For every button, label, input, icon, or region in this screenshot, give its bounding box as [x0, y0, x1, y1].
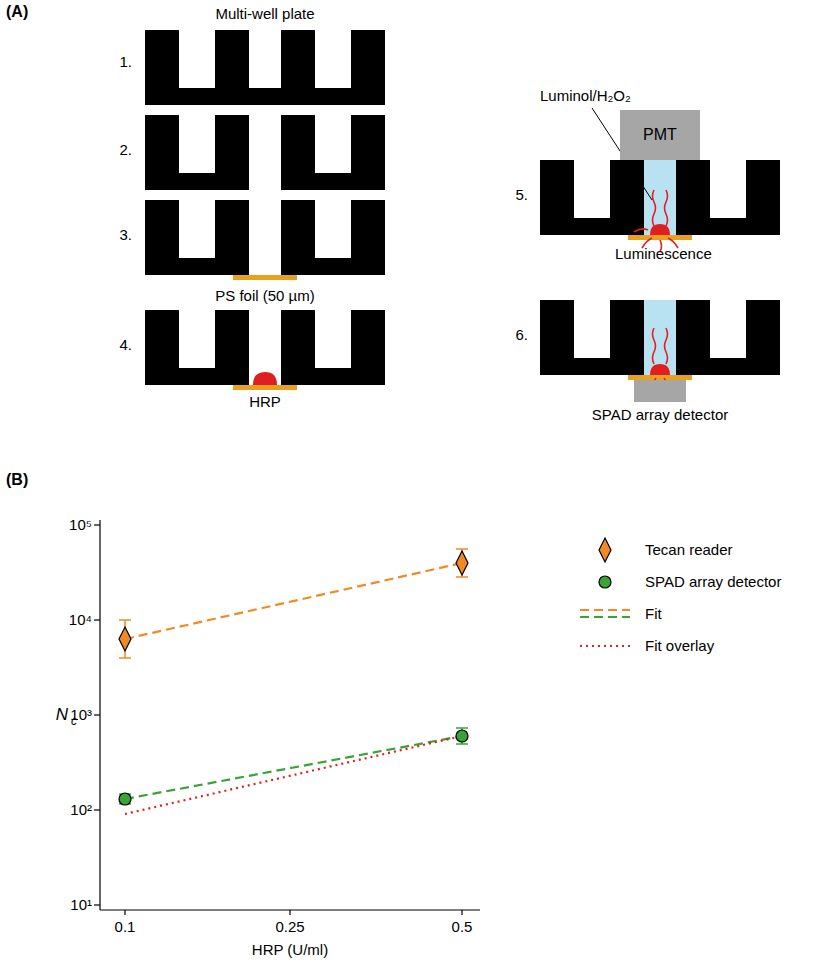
- pmt-box: PMT: [620, 110, 700, 160]
- legend-text: SPAD array detector: [645, 573, 781, 590]
- error-bars: [119, 549, 468, 658]
- plate-step-6: [540, 300, 780, 390]
- emission-label: Luminescence: [615, 245, 712, 262]
- plate-step-2: [145, 115, 385, 190]
- box-label: PMT: [643, 126, 677, 144]
- data-markers: [119, 551, 468, 805]
- step-number: 4.: [119, 336, 132, 353]
- detector-label: SPAD array detector: [592, 406, 728, 423]
- panel-label: (B): [6, 471, 28, 489]
- step-number: 6.: [515, 326, 528, 343]
- step-number: 1.: [119, 53, 132, 70]
- legend-samples: [580, 538, 630, 646]
- chart-axes: [94, 520, 480, 915]
- legend-text: Fit: [645, 605, 662, 622]
- step-number: 3.: [119, 226, 132, 243]
- legend-text: Tecan reader: [645, 541, 733, 558]
- enzyme-label: HRP: [249, 393, 281, 410]
- plate-title: Multi-well plate: [215, 5, 314, 22]
- tick-label: 0.25: [275, 918, 304, 935]
- axis-subscript: c: [71, 715, 77, 729]
- axis-title: HRP (U/ml): [252, 941, 328, 958]
- tick-label: 0.5: [452, 918, 473, 935]
- plate-step-3: [145, 200, 385, 280]
- step-number: 2.: [119, 141, 132, 158]
- tick-label: 0.1: [115, 918, 136, 935]
- panel-label: (A): [6, 3, 28, 21]
- tick-label: 10⁵: [69, 516, 92, 533]
- plate-step-4: [145, 310, 385, 390]
- plate-step-5: [540, 160, 780, 252]
- tick-label: 10⁴: [69, 611, 92, 628]
- error-bars: [119, 728, 468, 804]
- plate-step-1: [145, 30, 385, 105]
- step-number: 5.: [515, 186, 528, 203]
- legend-text: Fit overlay: [645, 637, 714, 654]
- fit-lines: [125, 563, 462, 814]
- tick-label: 10¹: [70, 896, 92, 913]
- tick-label: 10²: [70, 801, 92, 818]
- spad-detector-box: SPAD array detector: [634, 380, 686, 402]
- reagent-label: Luminol/H₂O₂: [540, 87, 631, 104]
- foil-label: PS foil (50 µm): [215, 287, 315, 304]
- axis-title: N: [56, 705, 68, 725]
